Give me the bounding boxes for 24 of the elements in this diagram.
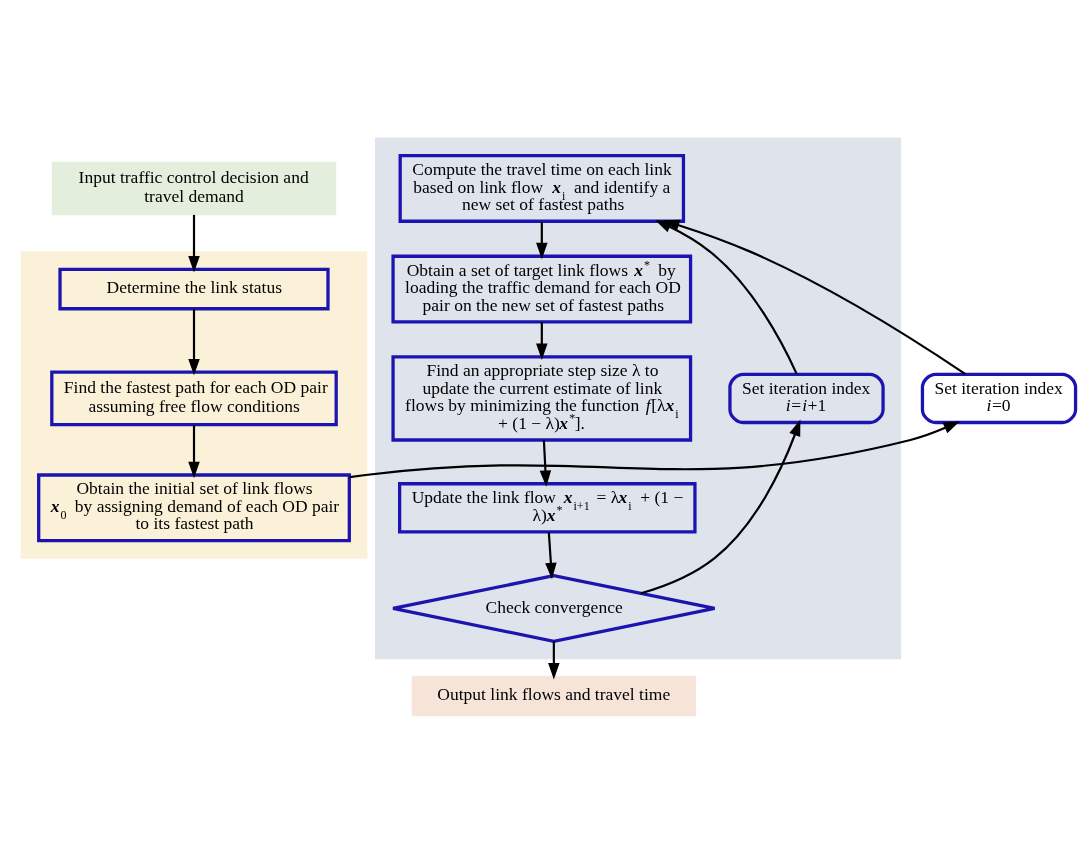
node-box: Set iteration index i=i+1: [728, 372, 885, 425]
arrow: [188, 424, 200, 479]
node-box: Output link flows and travel time: [411, 675, 697, 717]
arrow: [536, 322, 548, 360]
node-box: Find an appropriate step size λ to update the current estimate of link flows by minimizing the function f[λx$_{i}$ + (1 − λ)x$^{*}$].: [391, 355, 693, 442]
arrow: [188, 308, 200, 376]
arrow: [188, 214, 200, 273]
node-diamond: Check convergence: [391, 573, 717, 643]
node-box: Compute the travel time on each link based on link flow x$_{i}$ and identify a new set of fastest paths: [398, 154, 686, 223]
arrow: [349, 421, 960, 479]
node-box: Obtain a set of target link flows x$^{*}$ by loading the traffic demand for each OD pair on the new set of fastest paths: [391, 254, 693, 324]
node-box: Set iteration index i=0: [920, 372, 1078, 425]
arrow: [536, 221, 548, 260]
node-box: Find the fastest path for each OD pair assuming free flow conditions: [50, 370, 338, 427]
node-box: Obtain the initial set of link flows x$_{0}$ by assigning demand of each OD pair to its fastest path: [37, 473, 351, 543]
node-box: Update the link flow x$_{i+1}$ = λx$_{i}$ + (1 − λ)x$^{*}$: [398, 482, 697, 534]
cluster: [20, 251, 368, 559]
node-box: Input traffic control decision and travel demand: [51, 161, 337, 216]
arrow: [548, 641, 560, 680]
arrow: [640, 419, 801, 595]
arrow: [539, 440, 552, 487]
arrow: [545, 532, 557, 580]
cluster: [375, 137, 902, 660]
node-box: Determine the link status: [58, 267, 330, 311]
